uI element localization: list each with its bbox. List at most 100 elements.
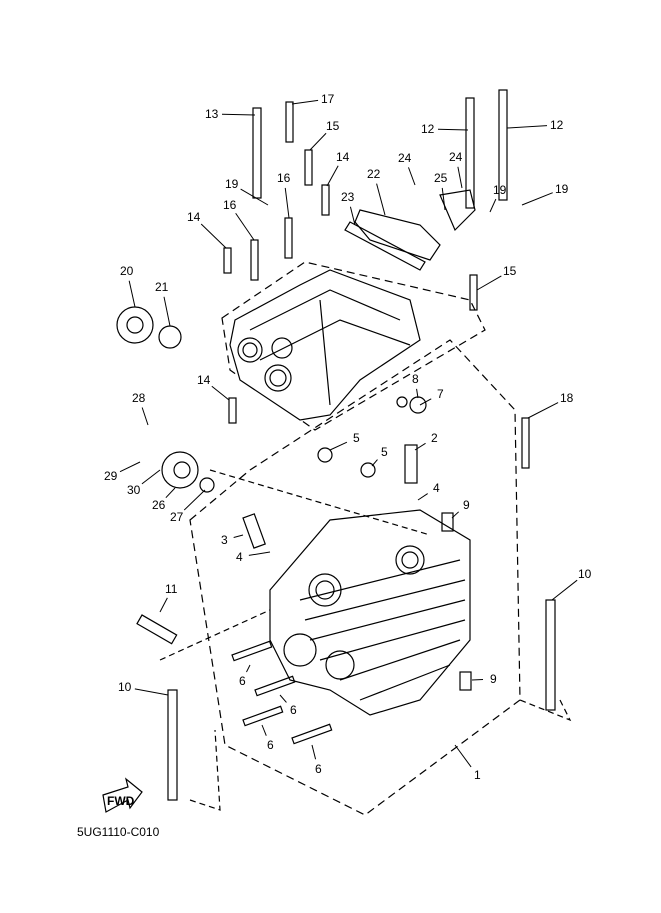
- leader-line: [221, 113, 256, 116]
- leader-line: [476, 275, 502, 291]
- leader-line: [284, 187, 290, 219]
- leader-line: [408, 167, 416, 186]
- callout-number: 6: [267, 738, 274, 752]
- callout-number: 14: [336, 150, 350, 164]
- callout-14: 14: [187, 210, 227, 249]
- callout-number: 7: [437, 387, 444, 401]
- leader-line: [329, 441, 348, 451]
- leader-line: [233, 534, 244, 538]
- callout-14: 14: [197, 373, 230, 401]
- leader-line: [551, 579, 578, 601]
- leader-line: [471, 678, 484, 681]
- callout-number: 17: [321, 92, 335, 106]
- callout-number: 21: [155, 280, 169, 294]
- leader-line: [235, 212, 255, 241]
- leader-line: [451, 511, 460, 519]
- callout-11: 11: [159, 582, 178, 613]
- cylinder-head: [269, 509, 471, 716]
- callout-6: 6: [239, 664, 251, 688]
- leader-line: [183, 489, 206, 511]
- callout-3: 3: [221, 533, 244, 547]
- callout-27: 27: [170, 489, 206, 524]
- leader-line: [349, 206, 356, 226]
- cylinder-head-dashed-outline: [189, 339, 521, 816]
- callout-12: 12: [506, 118, 564, 132]
- callout-21: 21: [155, 280, 171, 327]
- callout-number: 5: [381, 445, 388, 459]
- leader-line: [211, 385, 230, 401]
- callout-9: 9: [451, 498, 470, 519]
- callout-number: 15: [326, 119, 340, 133]
- callout-number: 6: [315, 762, 322, 776]
- callout-9: 9: [471, 672, 497, 686]
- callout-number: 9: [490, 672, 497, 686]
- callout-15: 15: [476, 264, 517, 291]
- leader-line: [119, 461, 141, 473]
- callout-number: 30: [127, 483, 141, 497]
- fwd-label: FWD: [107, 794, 135, 808]
- callout-7: 7: [419, 387, 444, 406]
- callout-6: 6: [311, 744, 322, 776]
- callout-6: 6: [261, 724, 274, 752]
- callout-12: 12: [421, 122, 469, 136]
- callout-6: 6: [279, 694, 297, 717]
- callout-19: 19: [225, 177, 269, 206]
- callout-15: 15: [309, 119, 340, 151]
- leader-line: [261, 724, 267, 736]
- callout-number: 29: [104, 469, 118, 483]
- leader-line: [163, 296, 171, 327]
- leader-line: [419, 398, 432, 406]
- leader-line: [246, 664, 251, 673]
- callout-number: 14: [197, 373, 211, 387]
- leader-line: [159, 597, 168, 613]
- callout-28: 28: [132, 391, 149, 426]
- leader-line: [416, 388, 419, 399]
- callout-number: 10: [578, 567, 592, 581]
- callout-2: 2: [414, 431, 438, 451]
- callout-19: 19: [521, 182, 569, 206]
- callout-number: 2: [431, 431, 438, 445]
- leader-line: [454, 744, 472, 768]
- leader-line: [506, 125, 548, 129]
- callout-26: 26: [152, 487, 176, 512]
- callout-20: 20: [120, 264, 136, 308]
- callout-number: 19: [493, 183, 507, 197]
- leader-line: [441, 187, 446, 211]
- leader-line: [457, 166, 463, 189]
- callout-number: 24: [449, 150, 463, 164]
- callout-number: 4: [236, 550, 243, 564]
- callout-number: 16: [277, 171, 291, 185]
- callout-number: 22: [367, 167, 381, 181]
- callout-number: 18: [560, 391, 574, 405]
- callout-24: 24: [449, 150, 463, 189]
- callout-10: 10: [551, 567, 592, 601]
- callout-22: 22: [367, 167, 386, 216]
- callout-24: 24: [398, 151, 416, 186]
- callout-16: 16: [277, 171, 291, 219]
- head-cover: [229, 269, 421, 421]
- fwd-arrow-icon: FWD: [102, 777, 143, 813]
- callout-number: 8: [412, 372, 419, 386]
- callout-25: 25: [434, 171, 448, 211]
- callout-8: 8: [412, 372, 419, 399]
- callout-number: 5: [353, 431, 360, 445]
- callout-23: 23: [341, 190, 356, 226]
- callout-17: 17: [291, 92, 335, 106]
- callout-4: 4: [417, 481, 440, 501]
- callout-19: 19: [489, 183, 507, 213]
- leader-line: [437, 128, 469, 131]
- leader-line: [141, 407, 149, 426]
- callout-30: 30: [127, 469, 161, 497]
- leader-line: [414, 442, 426, 451]
- callout-number: 15: [503, 264, 517, 278]
- callout-number: 3: [221, 533, 228, 547]
- leader-line: [371, 459, 378, 467]
- callout-10: 10: [118, 680, 169, 696]
- leader-line: [248, 551, 271, 556]
- parts-drawing: [116, 89, 572, 816]
- leader-line: [527, 402, 559, 419]
- callout-4: 4: [236, 550, 271, 564]
- callout-number: 20: [120, 264, 134, 278]
